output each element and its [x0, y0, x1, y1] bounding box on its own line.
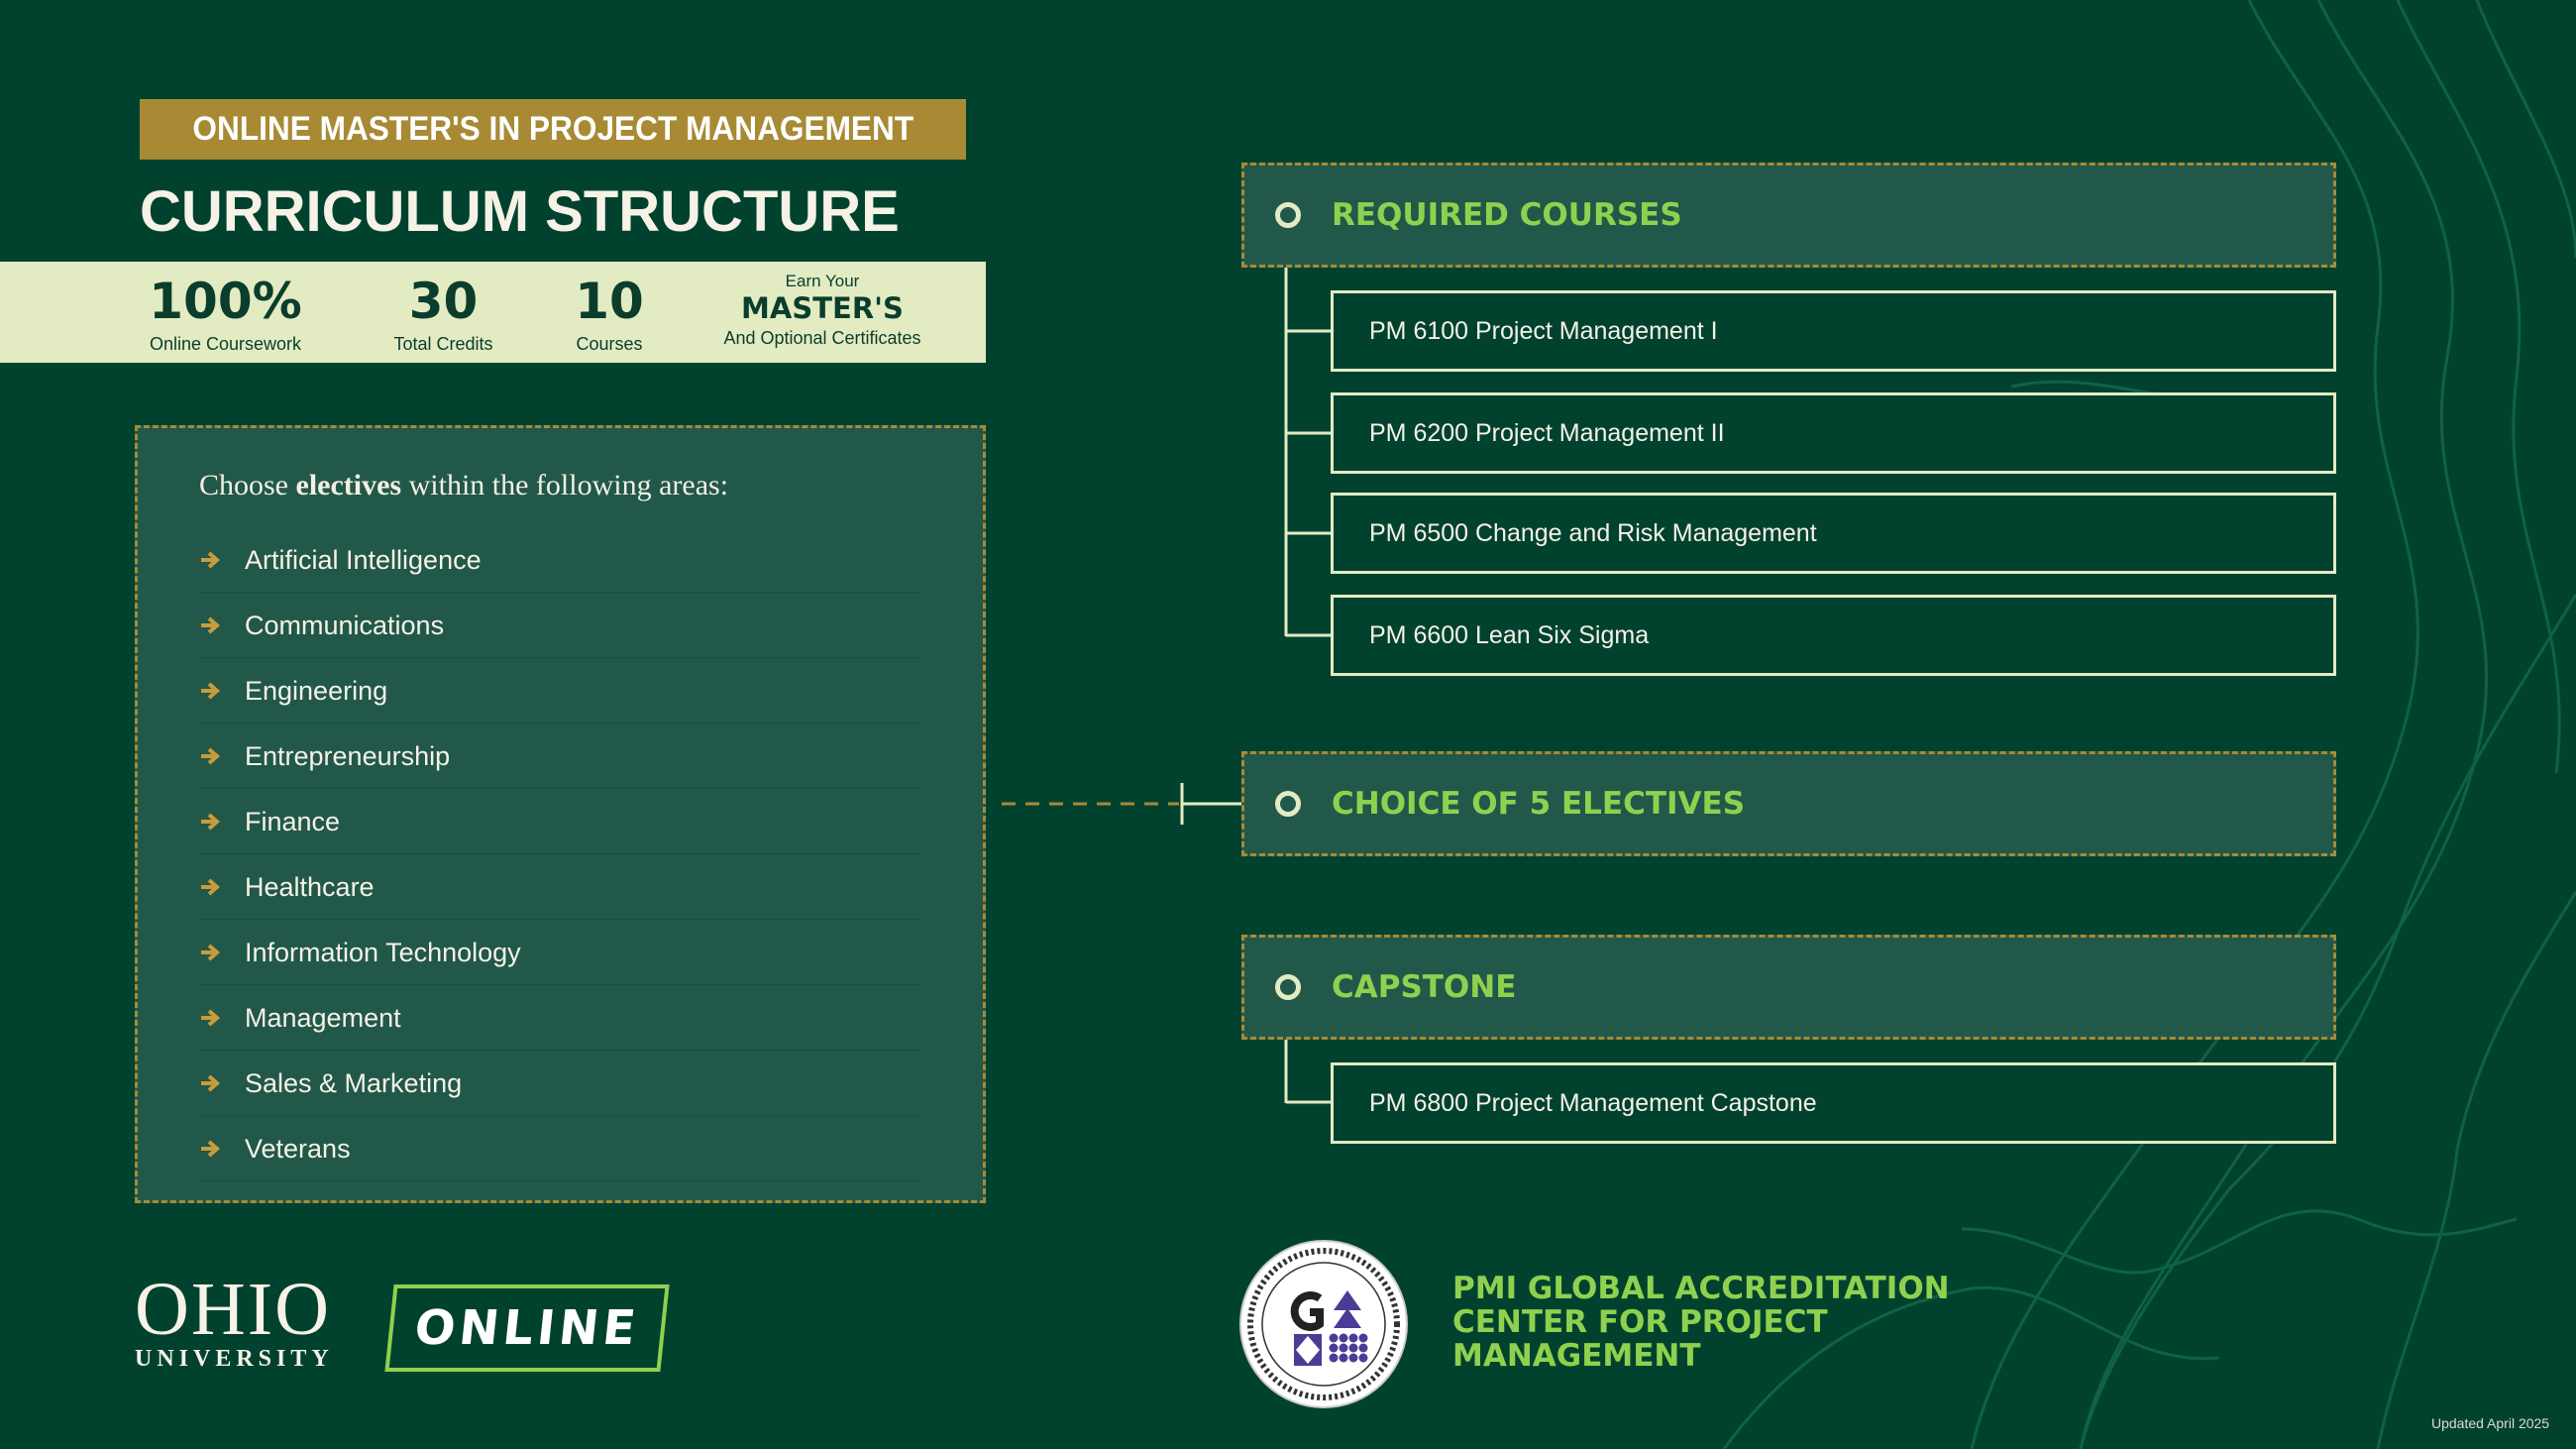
section-required-courses: REQUIRED COURSES: [1241, 163, 2336, 268]
arrow-right-icon: [199, 1002, 245, 1034]
course-item: PM 6100 Project Management I: [1331, 290, 2336, 372]
elective-area-label: Finance: [245, 806, 341, 836]
arrow-right-icon: [199, 937, 245, 968]
pmi-accreditation-seal: [1239, 1240, 1408, 1408]
elective-area-item: Information Technology: [199, 920, 922, 985]
course-item: PM 6600 Lean Six Sigma: [1331, 595, 2336, 676]
elective-area-item: Engineering: [199, 658, 922, 724]
circle-node-icon: [1275, 202, 1301, 228]
stats-band: 100% Online Coursework 30 Total Credits …: [0, 262, 986, 363]
elective-area-item: Healthcare: [199, 854, 922, 920]
elective-area-label: Entrepreneurship: [245, 740, 451, 771]
elective-area-label: Artificial Intelligence: [245, 544, 482, 575]
elective-area-item: Entrepreneurship: [199, 724, 922, 789]
contour-background: [1722, 0, 2576, 1449]
section-capstone: CAPSTONE: [1241, 935, 2336, 1040]
updated-date: Updated April 2025: [2431, 1415, 2550, 1431]
course-item: PM 6800 Project Management Capstone: [1331, 1062, 2336, 1144]
circle-node-icon: [1275, 791, 1301, 817]
online-logo: ONLINE: [384, 1284, 670, 1372]
electives-panel: Choose electives within the following ar…: [135, 425, 986, 1203]
circle-node-icon: [1275, 974, 1301, 1000]
arrow-right-icon: [199, 740, 245, 772]
elective-area-label: Sales & Marketing: [245, 1067, 463, 1098]
course-item: PM 6200 Project Management II: [1331, 392, 2336, 474]
stat-credits: 30 Total Credits: [393, 273, 493, 354]
elective-area-item: Finance: [199, 789, 922, 854]
course-item: PM 6500 Change and Risk Management: [1331, 493, 2336, 574]
arrow-right-icon: [199, 1133, 245, 1165]
arrow-right-icon: [199, 544, 245, 576]
stat-courses: 10 Courses: [575, 273, 644, 354]
elective-area-label: Management: [245, 1002, 401, 1033]
elective-area-item: Sales & Marketing: [199, 1051, 922, 1116]
elective-area-label: Veterans: [245, 1133, 351, 1164]
elective-area-label: Communications: [245, 610, 445, 640]
arrow-right-icon: [199, 675, 245, 707]
stat-masters: Earn Your MASTER'S And Optional Certific…: [723, 272, 921, 348]
stat-online: 100% Online Coursework: [149, 273, 302, 354]
elective-area-item: Veterans: [199, 1116, 922, 1181]
elective-area-item: Artificial Intelligence: [199, 527, 922, 593]
arrow-right-icon: [199, 871, 245, 903]
page-title: CURRICULUM STRUCTURE: [140, 179, 900, 244]
electives-intro: Choose electives within the following ar…: [199, 469, 729, 502]
program-banner: ONLINE MASTER'S IN PROJECT MANAGEMENT: [140, 99, 966, 160]
accreditation-text: PMI GLOBAL ACCREDITATION CENTER FOR PROJ…: [1452, 1271, 1950, 1374]
elective-area-label: Engineering: [245, 675, 388, 706]
ohio-university-logo: OHIO UNIVERSITY: [135, 1268, 334, 1372]
arrow-right-icon: [199, 610, 245, 641]
elective-area-item: Management: [199, 985, 922, 1051]
elective-area-label: Healthcare: [245, 871, 375, 902]
arrow-right-icon: [199, 806, 245, 837]
elective-area-item: Communications: [199, 593, 922, 658]
arrow-right-icon: [199, 1067, 245, 1099]
section-electives: CHOICE OF 5 ELECTIVES: [1241, 751, 2336, 856]
elective-area-label: Information Technology: [245, 937, 521, 967]
required-tree-lines: [1284, 228, 1334, 637]
